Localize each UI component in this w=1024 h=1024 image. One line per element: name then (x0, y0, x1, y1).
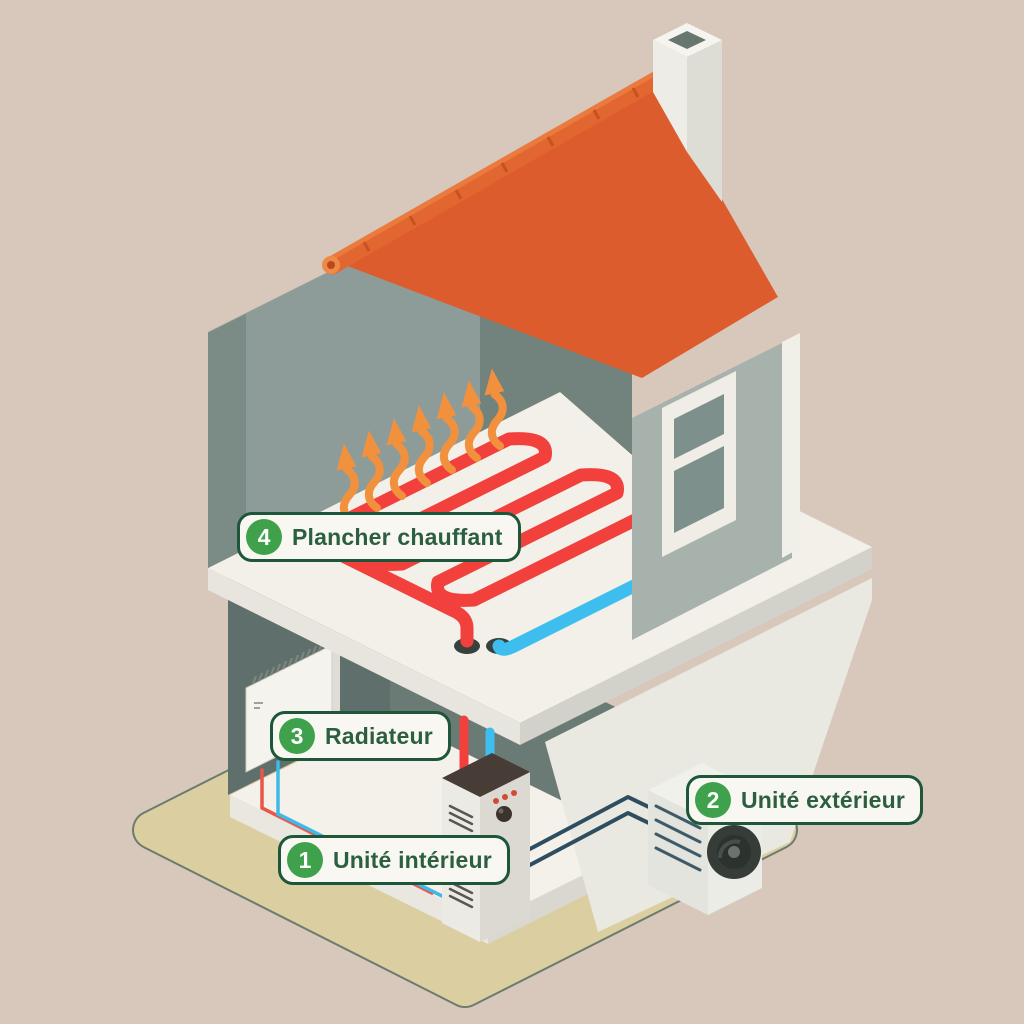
label-number-badge: 2 (695, 782, 731, 818)
label-text: Unité extérieur (741, 786, 906, 813)
fan-icon (707, 825, 761, 879)
label-radiateur: 3 Radiateur (270, 711, 451, 761)
label-number-badge: 4 (246, 519, 282, 555)
chimney-icon (653, 23, 722, 202)
ground-floor (230, 716, 648, 922)
ground-floor-right-wall (545, 578, 872, 932)
window-icon (662, 371, 736, 557)
label-text: Unité intérieur (333, 846, 492, 873)
label-number-badge: 3 (279, 718, 315, 754)
indoor-unit-controls (493, 790, 517, 822)
label-unite-interieur: 1 Unité intérieur (278, 835, 510, 885)
label-text: Plancher chauffant (292, 523, 503, 550)
wall-corner-trim (782, 333, 800, 558)
label-unite-exterieur: 2 Unité extérieur (686, 775, 924, 825)
upper-wall-corner-shade (208, 314, 246, 568)
label-text: Radiateur (325, 722, 433, 749)
label-plancher-chauffant: 4 Plancher chauffant (237, 512, 521, 562)
roof-icon (322, 71, 778, 378)
heat-arrows-icon (336, 368, 507, 525)
upper-right-wall (632, 333, 800, 640)
refrigerant-pipes (527, 795, 656, 868)
label-number-badge: 1 (287, 842, 323, 878)
